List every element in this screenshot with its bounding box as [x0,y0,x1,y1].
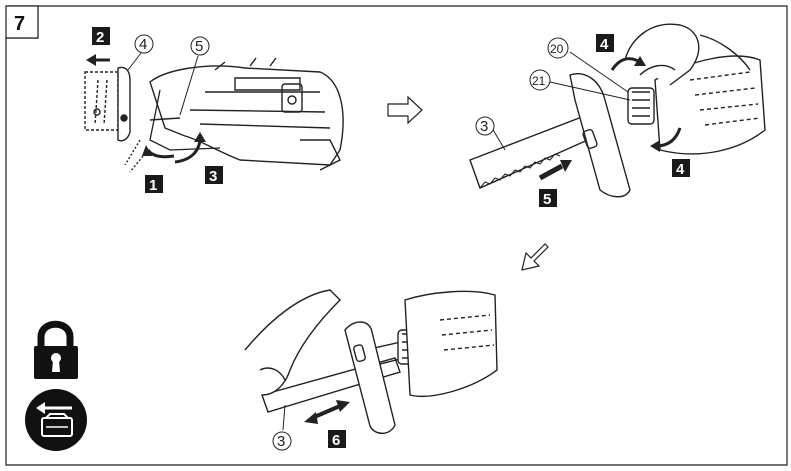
part-label-21: 21 [529,69,551,91]
lock-icon [34,320,78,379]
step-box-1: 1 [145,175,163,194]
step-box-3: 3 [205,166,223,185]
svg-text:3: 3 [277,433,285,450]
leader-20 [569,51,629,93]
leader-3b [282,404,286,431]
battery-remove-icon [25,389,87,451]
step-box-4-top: 4 [596,34,614,53]
leader-3a [491,127,506,151]
arrows-release [86,54,206,164]
step-box-4-bottom: 4 [672,159,690,178]
arrows-pull-test [304,400,350,424]
svg-text:6: 6 [332,432,340,449]
part-label-4: 4 [134,34,154,54]
svg-text:21: 21 [532,74,546,88]
svg-text:3: 3 [209,168,217,185]
svg-text:4: 4 [676,161,685,178]
svg-text:4: 4 [600,36,609,53]
leader-21 [549,81,631,101]
figure-number-box [5,5,39,39]
svg-text:3: 3 [480,118,488,135]
leader-5 [179,55,199,116]
step-box-5: 5 [539,189,557,208]
svg-text:5: 5 [195,38,203,55]
svg-text:1: 1 [149,177,157,194]
step-box-6: 6 [328,430,346,449]
svg-text:5: 5 [543,191,551,208]
figure-number: 7 [14,13,25,35]
blade-insert-illustration [469,23,766,198]
svg-text:20: 20 [550,42,564,56]
svg-text:4: 4 [139,36,147,53]
svg-text:2: 2 [96,29,104,46]
part-label-3-bottom: 3 [272,431,292,451]
step-box-2: 2 [92,27,110,46]
arrows-insert [538,56,682,181]
leader-4 [127,52,142,71]
part-label-5: 5 [190,36,210,56]
part-label-3-top: 3 [475,116,495,136]
hollow-arrow-down-left-icon [521,243,549,271]
hollow-arrow-right-icon [387,95,423,125]
part-label-20: 20 [547,37,569,59]
saw-release-illustration [84,57,344,173]
blade-pull-test-illustration [244,289,498,435]
